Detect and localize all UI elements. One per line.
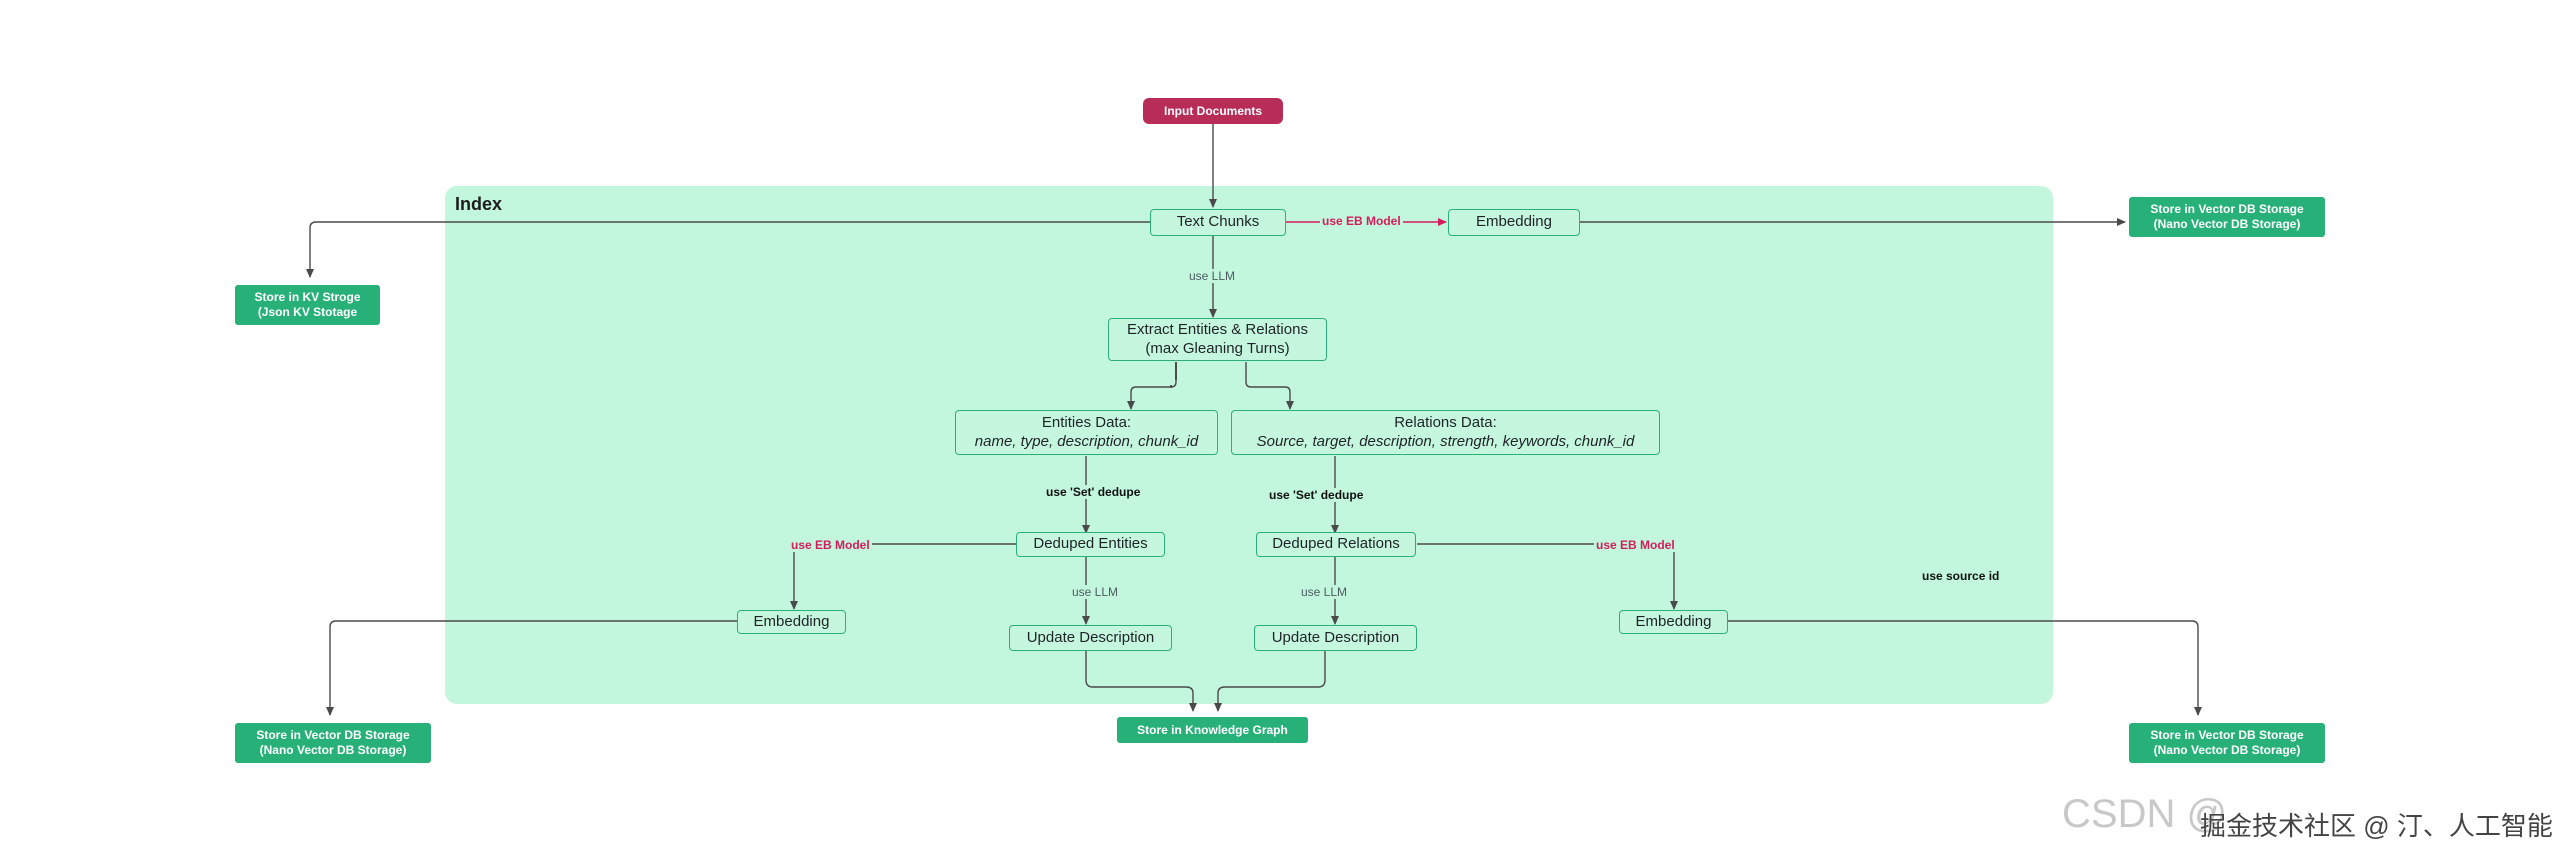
text-chunks-label: Text Chunks	[1176, 213, 1260, 231]
input-documents-label: Input Documents	[1164, 104, 1262, 118]
edge-embedding-left-to-vector	[326, 620, 737, 716]
relations-data-line1: Relations Data:	[1394, 413, 1497, 431]
store-vector-left-line1: Store in Vector DB Storage	[256, 728, 410, 742]
edge-label-use-llm-relations: use LLM	[1299, 585, 1350, 599]
update-description-right-label: Update Description	[1271, 628, 1400, 646]
embedding-right-label: Embedding	[1635, 612, 1712, 630]
deduped-relations-node[interactable]: Deduped Relations	[1256, 532, 1416, 557]
store-vector-top-line1: Store in Vector DB Storage	[2150, 202, 2304, 216]
store-vector-top-node[interactable]: Store in Vector DB Storage (Nano Vector …	[2129, 197, 2325, 237]
store-vector-top-line2: (Nano Vector DB Storage)	[2153, 217, 2301, 231]
store-vector-left-node[interactable]: Store in Vector DB Storage (Nano Vector …	[235, 723, 431, 763]
edge-update-left-to-graph	[1085, 651, 1197, 712]
edge-label-use-llm-extract: use LLM	[1187, 269, 1238, 283]
input-documents-node[interactable]: Input Documents	[1143, 98, 1283, 124]
watermark-sub-text: 掘金技术社区 @ 汀、人工智能	[2200, 811, 2553, 841]
relations-data-line2: Source, target, description, strength, k…	[1256, 432, 1635, 450]
deduped-entities-node[interactable]: Deduped Entities	[1016, 532, 1165, 557]
edge-embedding-right-to-vector	[1728, 620, 2202, 716]
text-chunks-node[interactable]: Text Chunks	[1150, 209, 1286, 236]
store-vector-right-line2: (Nano Vector DB Storage)	[2153, 743, 2301, 757]
edge-chunks-to-kv	[306, 221, 1150, 278]
deduped-relations-label: Deduped Relations	[1272, 535, 1400, 553]
extract-line1: Extract Entities & Relations	[1127, 320, 1308, 338]
update-description-left-node[interactable]: Update Description	[1009, 625, 1172, 651]
entities-data-node[interactable]: Entities Data: name, type, description, …	[955, 410, 1218, 455]
connector-mask	[1172, 380, 1186, 390]
edge-update-right-to-graph	[1214, 651, 1326, 712]
store-kv-line2: (Json KV Stotage	[257, 305, 358, 319]
edge-label-use-eb-model-top: use EB Model	[1320, 214, 1403, 228]
edge-label-use-llm-entities: use LLM	[1070, 585, 1121, 599]
store-vector-left-line2: (Nano Vector DB Storage)	[259, 743, 407, 757]
store-kv-line1: Store in KV Stroge	[254, 290, 361, 304]
edge-label-use-source-id: use source id	[1920, 569, 2002, 583]
embedding-right-node[interactable]: Embedding	[1619, 610, 1728, 634]
relations-data-node[interactable]: Relations Data: Source, target, descript…	[1231, 410, 1660, 455]
edge-label-set-dedupe-relations: use 'Set' dedupe	[1267, 488, 1366, 502]
edge-label-set-dedupe-entities: use 'Set' dedupe	[1044, 485, 1143, 499]
embedding-top-node[interactable]: Embedding	[1448, 209, 1580, 236]
update-description-right-node[interactable]: Update Description	[1254, 625, 1417, 651]
edge-extract-to-entities-data-final	[1127, 362, 1177, 410]
store-knowledge-graph-node[interactable]: Store in Knowledge Graph	[1117, 717, 1308, 743]
edge-deduped-entities-to-embedding	[790, 543, 1016, 610]
edge-deduped-relations-to-embedding	[1417, 543, 1678, 610]
entities-data-line1: Entities Data:	[1041, 413, 1132, 431]
embedding-left-label: Embedding	[753, 612, 830, 630]
watermark: CSDN @	[2062, 792, 2227, 837]
store-kv-node[interactable]: Store in KV Stroge (Json KV Stotage	[235, 285, 380, 325]
store-knowledge-graph-label: Store in Knowledge Graph	[1137, 722, 1288, 737]
edge-extract-to-relations-data	[1245, 362, 1294, 410]
extract-line2: (max Gleaning Turns)	[1145, 339, 1290, 357]
watermark-main: CSDN @	[2062, 792, 2228, 836]
entities-data-line2: name, type, description, chunk_id	[974, 432, 1199, 450]
store-vector-right-line1: Store in Vector DB Storage	[2150, 728, 2304, 742]
store-vector-right-node[interactable]: Store in Vector DB Storage (Nano Vector …	[2129, 723, 2325, 763]
embedding-top-label: Embedding	[1476, 213, 1552, 231]
edge-label-use-eb-model-entities: use EB Model	[789, 538, 872, 552]
embedding-left-node[interactable]: Embedding	[737, 610, 846, 634]
index-title: Index	[455, 194, 503, 214]
extract-node[interactable]: Extract Entities & Relations (max Gleani…	[1108, 318, 1327, 361]
update-description-left-label: Update Description	[1026, 628, 1155, 646]
watermark-sub: 掘金技术社区 @ 汀、人工智能	[2200, 806, 2553, 843]
edge-label-use-eb-model-relations: use EB Model	[1594, 538, 1677, 552]
deduped-entities-label: Deduped Entities	[1033, 535, 1148, 553]
